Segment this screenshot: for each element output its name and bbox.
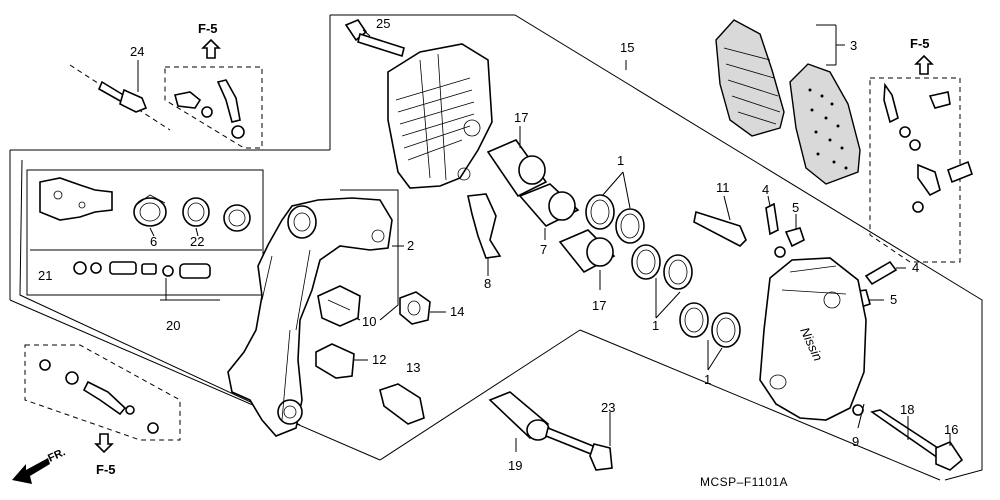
- hose-ref-box-top: [164, 66, 263, 149]
- part-number: 12: [372, 352, 386, 367]
- plug-16: [935, 441, 964, 471]
- part-number: 16: [944, 422, 958, 437]
- piston-seals-1: [585, 194, 741, 348]
- boot-14: [399, 291, 431, 325]
- boot-13: [379, 383, 425, 425]
- caliper-right-half: Nissin: [759, 257, 867, 421]
- part-number: 17: [592, 298, 606, 313]
- part-number: 25: [376, 16, 390, 31]
- part-number: 4: [912, 260, 919, 275]
- seal-kit-box: [26, 169, 264, 296]
- hose-ref-box-left: [24, 344, 181, 441]
- bolt-23: [545, 426, 613, 471]
- drawing-code: MCSP–F1101A: [700, 475, 788, 489]
- piston-7: [518, 183, 580, 227]
- ref-f5-label: F-5: [96, 462, 116, 477]
- pad-spring-8: [467, 193, 502, 259]
- piston-17-lower: [558, 229, 616, 274]
- seal-ring-outer: [223, 204, 251, 232]
- part-number: 22: [190, 234, 204, 249]
- part-number: 23: [601, 400, 615, 415]
- part-number: 1: [704, 372, 711, 387]
- part-number: 8: [484, 276, 491, 291]
- boot-ring: [133, 194, 167, 227]
- pad-dots: [808, 88, 848, 170]
- cap-5-upper: [774, 227, 805, 258]
- brake-pad-rear: [789, 63, 861, 185]
- brake-pad-front: [715, 19, 785, 137]
- part-number: 15: [620, 40, 634, 55]
- piston-pin-assembly: [39, 177, 113, 221]
- part-number: 1: [617, 153, 624, 168]
- part-number: 19: [508, 458, 522, 473]
- caliper-bracket-2: [227, 197, 393, 437]
- part-number: 17: [514, 110, 528, 125]
- small-parts-row: [73, 261, 211, 279]
- ref-f5-bottom-left: F-5: [94, 433, 116, 477]
- ref-f5-top-left: F-5: [198, 21, 221, 59]
- part-number: 18: [900, 402, 914, 417]
- bleeder-4-right: [864, 260, 898, 286]
- seal-ring: [182, 197, 210, 227]
- caliper-left-half: [387, 43, 493, 189]
- pin-11: [693, 210, 747, 247]
- part-number: 11: [716, 180, 730, 195]
- ref-f5-top-right: F-5: [910, 36, 934, 75]
- part-number: 3: [850, 38, 857, 53]
- part-number: 20: [166, 318, 180, 333]
- collar-19: [488, 391, 550, 441]
- bolt-25: [344, 19, 405, 58]
- assembly-outline: [9, 14, 983, 481]
- bleeder-4-upper: [765, 202, 779, 236]
- part-number: 4: [762, 182, 769, 197]
- part-number: 1: [652, 318, 659, 333]
- part-number: 13: [406, 360, 420, 375]
- part-number: 9: [852, 434, 859, 449]
- part-number: 5: [890, 292, 897, 307]
- pin-12: [315, 343, 355, 379]
- bolt-24: [69, 64, 171, 131]
- ref-f5-label: F-5: [198, 21, 218, 36]
- leader-lines: [137, 24, 951, 452]
- part-number: 2: [407, 238, 414, 253]
- front-direction-arrow: FR.: [12, 446, 67, 484]
- pad-retainer-10: [317, 285, 361, 327]
- part-number: 10: [362, 314, 376, 329]
- part-number: 21: [38, 268, 52, 283]
- part-number: 6: [150, 234, 157, 249]
- part-number-labels: 1 1 1 1 2 3 4 4 5 5 6 7 8 9 10 11 12 13 …: [38, 16, 958, 473]
- hose-ref-box-right: [869, 77, 973, 263]
- part-number: 14: [450, 304, 464, 319]
- part-number: 7: [540, 242, 547, 257]
- piston-17-upper: [486, 139, 548, 198]
- ref-f5-label: F-5: [910, 36, 930, 51]
- front-arrow-label: FR.: [46, 446, 67, 464]
- part-number: 5: [792, 200, 799, 215]
- part-number: 24: [130, 44, 144, 59]
